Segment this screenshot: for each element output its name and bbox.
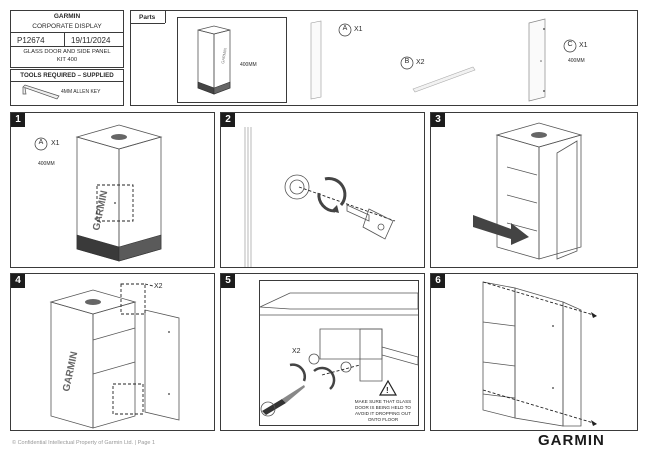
- part-c-callout-icon: [563, 39, 577, 53]
- step-2-glass-edge: [244, 127, 252, 267]
- part-b-callout-icon: [400, 56, 414, 70]
- tools-title: TOOLS REQUIRED – SUPPLIED: [20, 72, 114, 79]
- tool-label: 4MM ALLEN KEY: [61, 89, 101, 95]
- step-1-cabinet-drawing: GARMIN: [75, 124, 163, 262]
- confidential-notice: © Confidential Intellectual Property of …: [12, 440, 156, 446]
- step-5-detail: ! X2 MAKE SURE THAT GLASS DOOR IS BEING …: [259, 280, 419, 426]
- part-c-quantity: X1: [579, 42, 588, 49]
- glass-panel-part-a: [310, 20, 322, 100]
- step-1-size: 400MM: [38, 161, 55, 167]
- parts-block: Parts GARMIN 400MM A X1 B: [130, 10, 638, 106]
- step-4-cabinet-drawing: GARMIN: [49, 283, 180, 429]
- part-number: P12674: [17, 36, 45, 45]
- cabinet-drawing: GARMIN: [197, 25, 231, 95]
- parts-title: Parts: [139, 14, 156, 21]
- step-4-quantity: X2: [154, 283, 163, 290]
- step-5-warning-line3: AVOID IT DROPPING OUT: [355, 411, 411, 416]
- svg-text:!: !: [386, 386, 389, 395]
- part-c-letter: C: [567, 41, 573, 48]
- allen-key-icon: [22, 84, 60, 100]
- svg-text:GARMIN: GARMIN: [61, 351, 80, 393]
- document-date: 19/11/2024: [71, 36, 111, 45]
- step-2-lock-drawing: [284, 174, 396, 240]
- part-b-letter: B: [404, 58, 410, 65]
- glass-door-part-c: [528, 18, 546, 102]
- part-a-callout-icon: [338, 23, 352, 37]
- step-5-number: 5: [221, 274, 235, 288]
- step-3-cabinet-drawing: [473, 122, 583, 260]
- step-5-warning-line1: MAKE SURE THAT GLASS: [354, 399, 412, 404]
- step-5-hinge-drawing: !: [259, 292, 419, 417]
- step-6-number: 6: [431, 274, 445, 288]
- svg-text:GARMIN: GARMIN: [91, 190, 110, 232]
- step-1-quantity: X1: [51, 140, 60, 147]
- part-a-letter: A: [342, 25, 348, 32]
- cabinet-size-label: 400MM: [240, 62, 257, 68]
- part-b-quantity: X2: [416, 59, 425, 66]
- step-5-quantity: X2: [292, 348, 301, 355]
- step-2-number: 2: [221, 113, 235, 127]
- step-4-number: 4: [11, 274, 25, 288]
- part-a-quantity: X1: [354, 26, 363, 33]
- hinge-rod-part-b: [412, 66, 476, 93]
- step-1-callout-icon: [34, 137, 48, 151]
- step-3-number: 3: [431, 113, 445, 127]
- step-1-letter: A: [38, 139, 44, 146]
- step-4-panel: 4 X2 GARMIN: [10, 273, 215, 431]
- kit-description-line1: GLASS DOOR AND SIDE PANEL: [23, 49, 111, 55]
- step-5-panel: 5 ! X2 MAKE SURE THAT GLASS D: [220, 273, 425, 431]
- footer-logo: GARMIN: [538, 432, 605, 449]
- kit-description-line2: KIT 400: [56, 57, 78, 63]
- step-5-warning-line4: ONTO FLOOR: [367, 417, 399, 422]
- step-2-panel: 2: [220, 112, 425, 268]
- step-1-panel: 1 A X1 400MM GARMIN: [10, 112, 215, 268]
- step-5-warning-line2: DOOR IS BEING HELD TO: [355, 405, 411, 410]
- cabinet-inset: GARMIN 400MM: [177, 17, 287, 103]
- tools-block: TOOLS REQUIRED – SUPPLIED 4MM ALLEN KEY: [10, 69, 124, 106]
- step-1-number: 1: [11, 113, 25, 127]
- product-name: CORPORATE DISPLAY: [32, 23, 102, 30]
- part-c-size: 400MM: [568, 58, 585, 64]
- brand-name: GARMIN: [53, 13, 81, 20]
- title-block: GARMIN CORPORATE DISPLAY P12674 19/11/20…: [10, 10, 124, 68]
- step-6-panel: 6: [430, 273, 638, 431]
- step-3-panel: 3: [430, 112, 638, 268]
- step-6-door-drawing: [482, 281, 598, 427]
- svg-text:GARMIN: GARMIN: [220, 47, 228, 64]
